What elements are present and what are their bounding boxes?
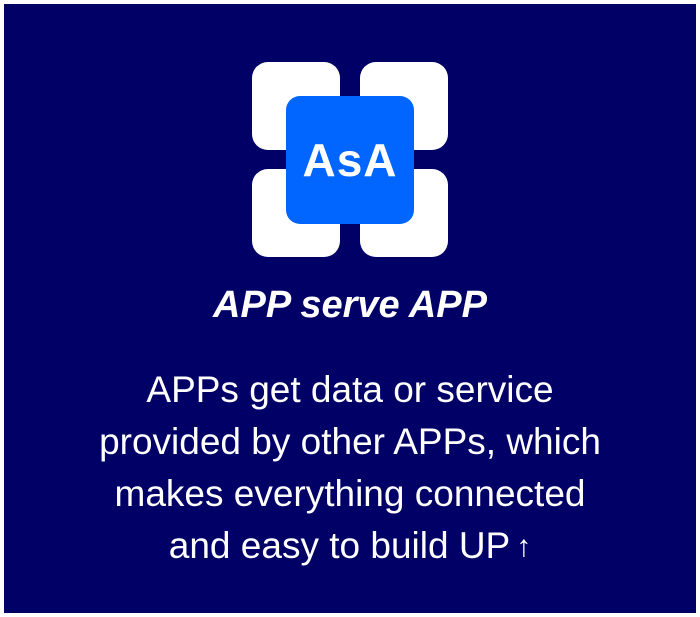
slogan-title: APP serve APP	[213, 284, 487, 326]
description-line-1: APPs get data or service	[146, 369, 554, 410]
up-arrow-icon: ↑	[516, 530, 532, 563]
description-line-4: and easy to build UP↑	[4, 520, 696, 573]
description-line-4-text: and easy to build UP	[168, 525, 511, 566]
description-line-2: provided by other APPs, which	[99, 421, 601, 462]
promo-card: AsA APP serve APP APPs get data or servi…	[4, 4, 696, 613]
asa-logo: AsA	[4, 4, 696, 613]
description-line-3: makes everything connected	[114, 473, 586, 514]
description: APPs get data or service provided by oth…	[4, 364, 696, 573]
logo-center-tile: AsA	[286, 96, 414, 224]
logo-text: AsA	[302, 134, 398, 186]
